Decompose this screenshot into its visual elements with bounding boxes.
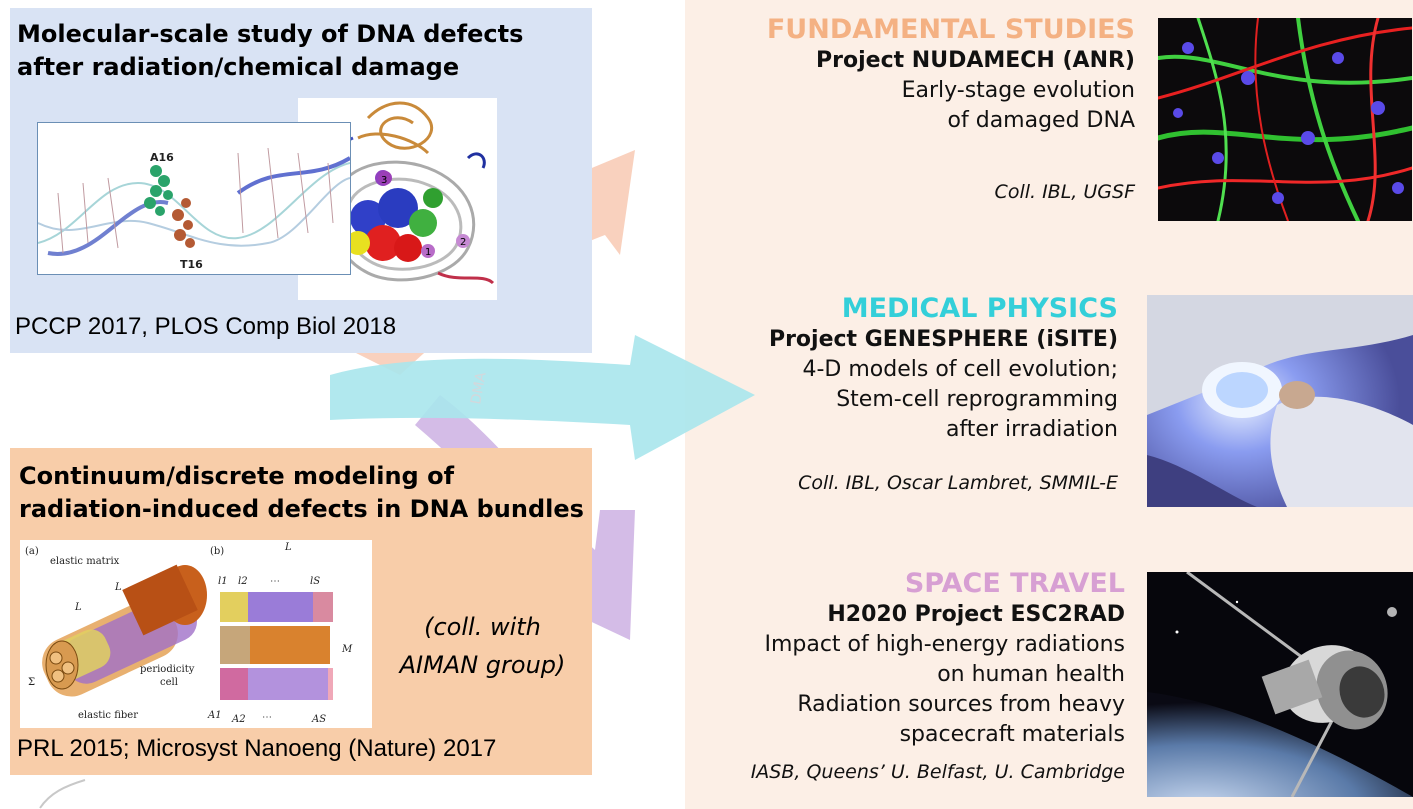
marker-1-icon [421, 244, 435, 258]
space-travel-section: SPACE TRAVEL H2020 Project ESC2RAD Impac… [690, 568, 1125, 784]
medical-physics-section: MEDICAL PHYSICS Project GENESPHERE (iSIT… [700, 293, 1118, 495]
coll-aiman-note: (coll. with AIMAN group) [385, 608, 580, 684]
svg-text:A2: A2 [231, 714, 246, 725]
svg-text:(b): (b) [210, 546, 224, 557]
box-ref-prl: PRL 2015; Microsyst Nanoeng (Nature) 201… [17, 735, 497, 762]
esc2rad-desc-1: Impact of high-energy radiations [764, 632, 1125, 657]
coll-aiman-line2: AIMAN group) [399, 651, 566, 679]
svg-text:l1: l1 [218, 576, 228, 587]
svg-text:L: L [284, 542, 292, 553]
esc2rad-desc-3: Radiation sources from heavy [797, 692, 1125, 717]
svg-text:1: 1 [425, 247, 431, 258]
dna-bundles-box: Continuum/discrete modeling of radiation… [10, 448, 592, 775]
genesphere-desc-1: 4-D models of cell evolution; [802, 357, 1119, 382]
nudamech-desc-2: of damaged DNA [947, 108, 1135, 133]
svg-text:2: 2 [460, 237, 466, 248]
svg-text:A1: A1 [207, 710, 222, 721]
svg-text:L: L [74, 602, 82, 613]
spacecraft-photo [1147, 572, 1413, 797]
coll-aiman-line1: (coll. with [424, 613, 541, 641]
svg-text:elastic fiber: elastic fiber [78, 710, 138, 721]
box-title-continuum: Continuum/discrete modeling of radiation… [19, 462, 584, 523]
medical-title: MEDICAL PHYSICS [841, 293, 1118, 324]
fundamental-studies-section: FUNDAMENTAL STUDIES Project NUDAMECH (AN… [690, 14, 1135, 204]
esc2rad-desc-4: spacecraft materials [899, 722, 1125, 747]
svg-text:3: 3 [381, 175, 387, 186]
marker-3-icon [378, 171, 392, 185]
genesphere-coll: Coll. IBL, Oscar Lambret, SMMIL-E [798, 472, 1118, 494]
label-t16: T16 [180, 258, 203, 271]
svg-text:elastic matrix: elastic matrix [50, 556, 120, 567]
svg-text:Σ: Σ [28, 677, 35, 688]
svg-text:cell: cell [160, 677, 178, 688]
genesphere-desc-3: after irradiation [945, 417, 1118, 442]
genesphere-project: Project GENESPHERE (iSITE) [768, 327, 1118, 352]
arrow-cyan-icon [330, 335, 755, 460]
dna-strand-image: A16 T16 [37, 122, 351, 275]
svg-text:M: M [341, 644, 353, 655]
watermark-text: DMA [468, 371, 489, 406]
neurons-photo [1158, 18, 1412, 221]
nudamech-coll: Coll. IBL, UGSF [994, 181, 1135, 203]
radiotherapy-photo [1147, 295, 1413, 507]
nudamech-project: Project NUDAMECH (ANR) [816, 48, 1135, 73]
svg-text:L: L [114, 582, 122, 593]
fundamental-title: FUNDAMENTAL STUDIES [766, 14, 1135, 45]
box-ref-pccp: PCCP 2017, PLOS Comp Biol 2018 [15, 313, 397, 340]
svg-text:lS: lS [310, 576, 320, 587]
esc2rad-project: H2020 Project ESC2RAD [827, 602, 1125, 627]
dna-defects-box: Molecular-scale study of DNA defects aft… [10, 8, 592, 353]
esc2rad-coll: IASB, Queens’ U. Belfast, U. Cambridge [750, 761, 1125, 783]
marker-2-icon [456, 234, 470, 248]
svg-text:l2: l2 [238, 576, 248, 587]
label-a16: A16 [150, 151, 174, 164]
esc2rad-desc-2: on human health [937, 662, 1125, 687]
box-title-molecular: Molecular-scale study of DNA defects aft… [17, 20, 524, 81]
genesphere-desc-2: Stem-cell reprogramming [836, 387, 1118, 412]
fiber-bundle-figure: (a) (b) elastic matrix L L Σ elastic fib… [20, 540, 372, 728]
svg-text:⋯: ⋯ [262, 712, 272, 723]
svg-text:⋯: ⋯ [270, 576, 280, 587]
svg-text:(a): (a) [25, 546, 39, 557]
svg-text:AS: AS [311, 714, 326, 725]
nudamech-desc-1: Early-stage evolution [901, 78, 1135, 103]
svg-text:periodicity: periodicity [140, 664, 195, 675]
space-title: SPACE TRAVEL [904, 568, 1125, 599]
decorative-curve [39, 779, 86, 809]
